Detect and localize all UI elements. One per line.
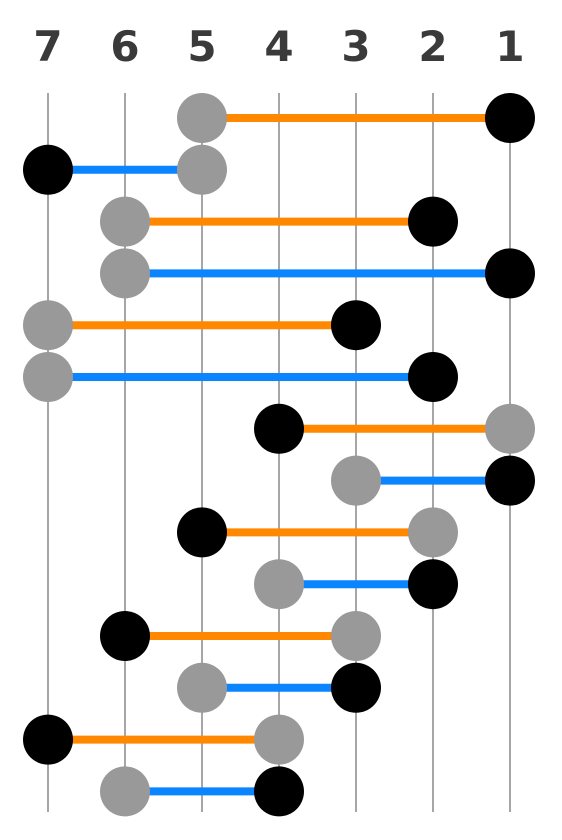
black-node xyxy=(485,455,535,506)
gray-node xyxy=(408,507,458,558)
column-labels: 7 6 5 4 3 2 1 xyxy=(33,22,524,71)
connection-row-6 xyxy=(23,352,458,402)
gray-node xyxy=(254,559,304,610)
black-node xyxy=(408,352,458,402)
column-label-4: 4 xyxy=(264,22,293,71)
black-node xyxy=(331,662,381,713)
column-label-7: 7 xyxy=(33,22,62,71)
gray-node xyxy=(331,611,381,661)
gray-node xyxy=(23,352,73,402)
comparator-connections xyxy=(23,93,535,817)
gray-node xyxy=(254,714,304,765)
black-node xyxy=(254,403,304,454)
gray-node xyxy=(23,300,73,351)
black-node xyxy=(485,93,535,143)
black-node xyxy=(408,559,458,610)
connection-row-11 xyxy=(100,611,381,661)
black-node xyxy=(177,507,227,558)
connection-row-1 xyxy=(177,93,535,143)
connection-row-10 xyxy=(254,559,458,610)
connection-row-12 xyxy=(177,662,381,713)
gray-node xyxy=(485,403,535,454)
column-label-6: 6 xyxy=(110,22,139,71)
black-node xyxy=(23,714,73,765)
gray-node xyxy=(100,196,150,247)
connection-row-13 xyxy=(23,714,304,765)
connection-row-9 xyxy=(177,507,458,558)
column-label-1: 1 xyxy=(495,22,524,71)
black-node xyxy=(485,248,535,299)
column-label-3: 3 xyxy=(341,22,370,71)
connection-row-14 xyxy=(100,766,304,817)
black-node xyxy=(100,611,150,661)
column-label-2: 2 xyxy=(418,22,447,71)
black-node xyxy=(408,196,458,247)
black-node xyxy=(254,766,304,817)
gray-node xyxy=(331,455,381,506)
connection-row-8 xyxy=(331,455,535,506)
gray-node xyxy=(100,248,150,299)
gray-node xyxy=(177,144,227,195)
column-label-5: 5 xyxy=(187,22,216,71)
gray-node xyxy=(177,93,227,143)
black-node xyxy=(331,300,381,351)
black-node xyxy=(23,144,73,195)
connection-row-5 xyxy=(23,300,381,351)
connection-row-3 xyxy=(100,196,458,247)
connection-row-4 xyxy=(100,248,535,299)
gray-node xyxy=(177,662,227,713)
gray-node xyxy=(100,766,150,817)
connection-row-2 xyxy=(23,144,227,195)
connection-row-7 xyxy=(254,403,535,454)
